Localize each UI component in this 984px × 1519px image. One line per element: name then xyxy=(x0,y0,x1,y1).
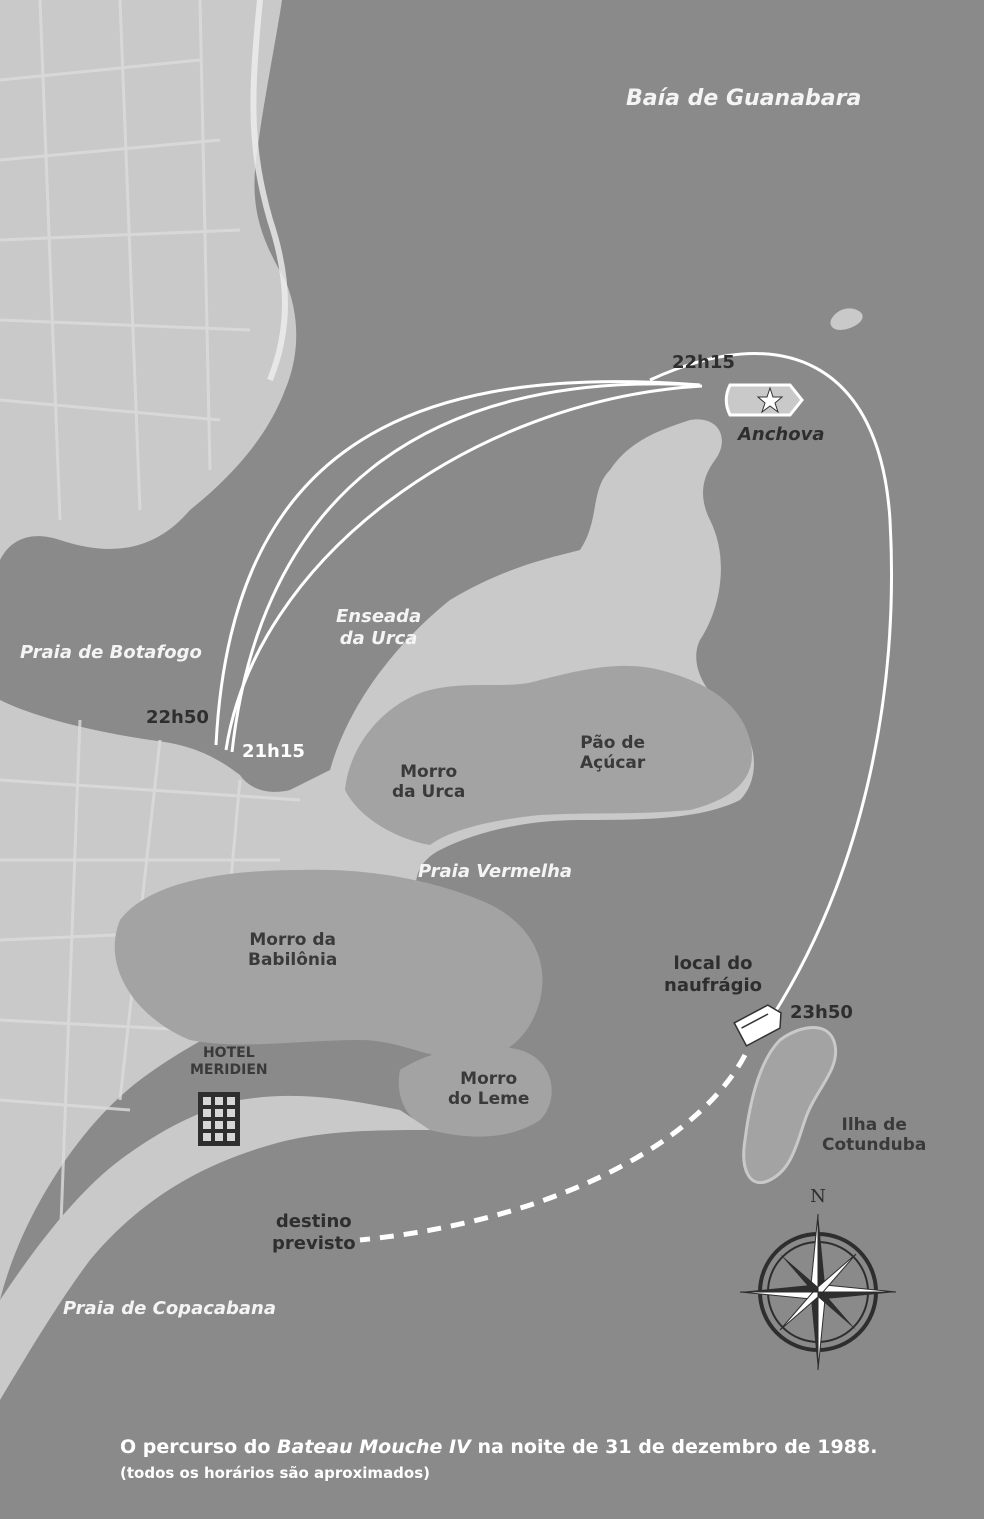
label-leme-line2: do Leme xyxy=(448,1089,530,1110)
label-local-naufragio: local do naufrágio xyxy=(664,953,762,996)
label-enseada-line2: da Urca xyxy=(339,627,418,649)
label-cotunduba-line2: Cotunduba xyxy=(822,1135,927,1156)
label-pao-line1: Pão de xyxy=(580,733,646,753)
route-segment-return xyxy=(214,380,701,746)
label-morro-urca-line2: da Urca xyxy=(392,782,466,803)
label-time-2215: 22h15 xyxy=(672,352,735,373)
label-enseada-line1: Enseada xyxy=(336,606,422,627)
caption-boat-name: Bateau Mouche IV xyxy=(277,1436,471,1458)
label-dest-line1: destino xyxy=(275,1211,352,1232)
label-pao-acucar: Pão de Açúcar xyxy=(580,733,645,774)
label-praia-vermelha: Praia Vermelha xyxy=(418,861,573,882)
label-morro-leme: Morro do Leme xyxy=(448,1069,529,1110)
label-wreck-line1: local do xyxy=(673,953,753,974)
label-morro-babilonia: Morro da Babilônia xyxy=(248,930,337,971)
route-solid xyxy=(214,352,893,1021)
label-babilonia-line2: Babilônia xyxy=(248,950,338,971)
label-destino-previsto: destino previsto xyxy=(272,1211,356,1254)
label-leme-line1: Morro xyxy=(460,1069,518,1089)
morro-da-urca-hill xyxy=(345,665,752,845)
label-dest-line2: previsto xyxy=(272,1232,356,1254)
map-caption: O percurso do Bateau Mouche IV na noite … xyxy=(120,1436,920,1482)
label-baia-guanabara: Baía de Guanabara xyxy=(626,86,862,111)
route-segment-to-wreck xyxy=(649,352,893,1021)
label-babilonia-line1: Morro da xyxy=(249,930,336,950)
copacabana-beach xyxy=(0,1095,430,1400)
label-morro-urca: Morro da Urca xyxy=(392,762,465,803)
label-praia-botafogo: Praia de Botafogo xyxy=(20,642,202,663)
hotel-building-icon xyxy=(198,1092,240,1146)
label-time-2115: 21h15 xyxy=(242,741,305,762)
label-praia-copacabana: Praia de Copacabana xyxy=(63,1298,277,1319)
cotunduba-island xyxy=(742,1026,838,1184)
route-dashed-planned xyxy=(359,1053,748,1243)
caption-prefix: O percurso do xyxy=(120,1436,278,1458)
label-wreck-line2: naufrágio xyxy=(664,974,763,996)
compass-north-label: N xyxy=(810,1186,826,1207)
label-morro-urca-line1: Morro xyxy=(400,762,458,782)
leme-hill xyxy=(398,1046,552,1137)
islet xyxy=(830,308,863,330)
label-enseada-urca: Enseada da Urca xyxy=(336,606,421,649)
route-segment-inner xyxy=(224,384,703,751)
label-cotunduba-line1: Ilha de xyxy=(841,1115,907,1135)
label-time-2250: 22h50 xyxy=(146,707,209,728)
compass-rose-icon: N xyxy=(739,1186,897,1371)
label-ilha-cotunduba: Ilha de Cotunduba xyxy=(822,1115,926,1156)
label-hotel-line1: HOTEL xyxy=(202,1045,255,1061)
boat-star-icon xyxy=(724,383,804,417)
label-hotel-line2: MERIDIEN xyxy=(190,1061,268,1078)
caption-main: O percurso do Bateau Mouche IV na noite … xyxy=(120,1436,920,1458)
label-pao-line2: Açúcar xyxy=(580,753,646,774)
caption-note: (todos os horários são aproximados) xyxy=(120,1464,431,1482)
label-time-2350: 23h50 xyxy=(790,1002,853,1023)
boat-icon xyxy=(733,1004,782,1047)
caption-suffix: na noite de 31 de dezembro de 1988. xyxy=(470,1436,878,1458)
babilonia-hill xyxy=(114,869,543,1060)
label-anchova: Anchova xyxy=(738,424,825,445)
route-segment-outbound xyxy=(230,382,701,753)
label-hotel-meridien: HOTEL MERIDIEN xyxy=(190,1045,268,1079)
